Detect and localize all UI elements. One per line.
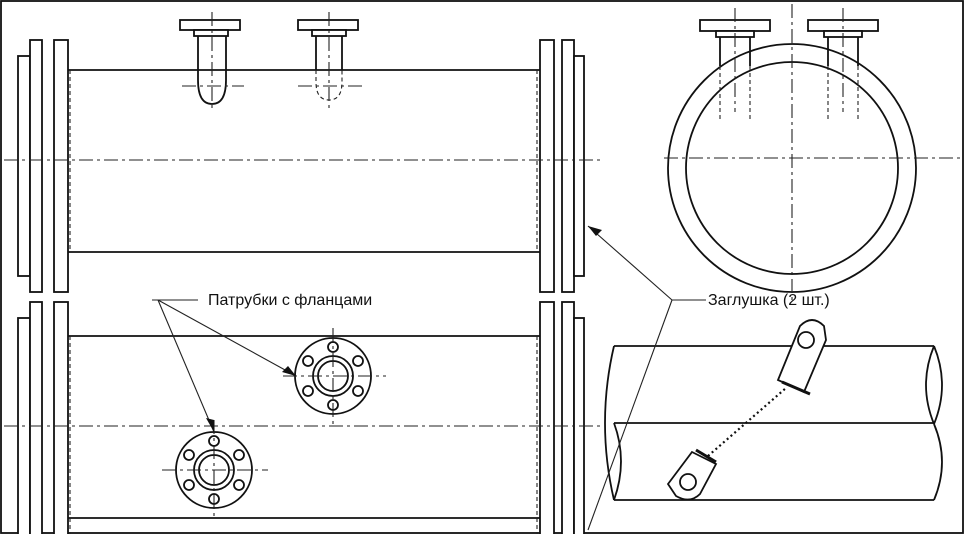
end-view-nozzle-right bbox=[807, 8, 879, 120]
nozzle-2 bbox=[297, 12, 362, 112]
right-plug bbox=[573, 55, 585, 277]
side-view bbox=[4, 12, 600, 293]
flange-face-b bbox=[162, 420, 268, 520]
plug-label: Заглушка (2 шт.) bbox=[708, 292, 830, 309]
leader-lines bbox=[152, 225, 706, 531]
lifting-lug-upper bbox=[776, 319, 827, 396]
end-view bbox=[664, 4, 962, 300]
isometric-pipe bbox=[604, 319, 943, 501]
bottom-right-flange-inner bbox=[539, 301, 555, 534]
left-flange-inner bbox=[53, 39, 69, 293]
right-flange-plate bbox=[561, 39, 575, 293]
nozzles-label: Патрубки с фланцами bbox=[208, 292, 372, 309]
left-flange-plate bbox=[29, 39, 43, 293]
top-view bbox=[4, 301, 600, 534]
bottom-left-flange-inner bbox=[53, 301, 69, 534]
flange-face-a bbox=[283, 328, 386, 424]
end-view-nozzle-left bbox=[699, 8, 771, 120]
nozzle-1 bbox=[179, 12, 244, 112]
bottom-right-flange-plate bbox=[561, 301, 575, 534]
right-flange-inner bbox=[539, 39, 555, 293]
lifting-lug-lower bbox=[666, 448, 718, 501]
lug-connecting-line bbox=[707, 387, 787, 457]
bottom-left-flange-plate bbox=[29, 301, 43, 534]
left-flange-outer bbox=[17, 55, 31, 277]
